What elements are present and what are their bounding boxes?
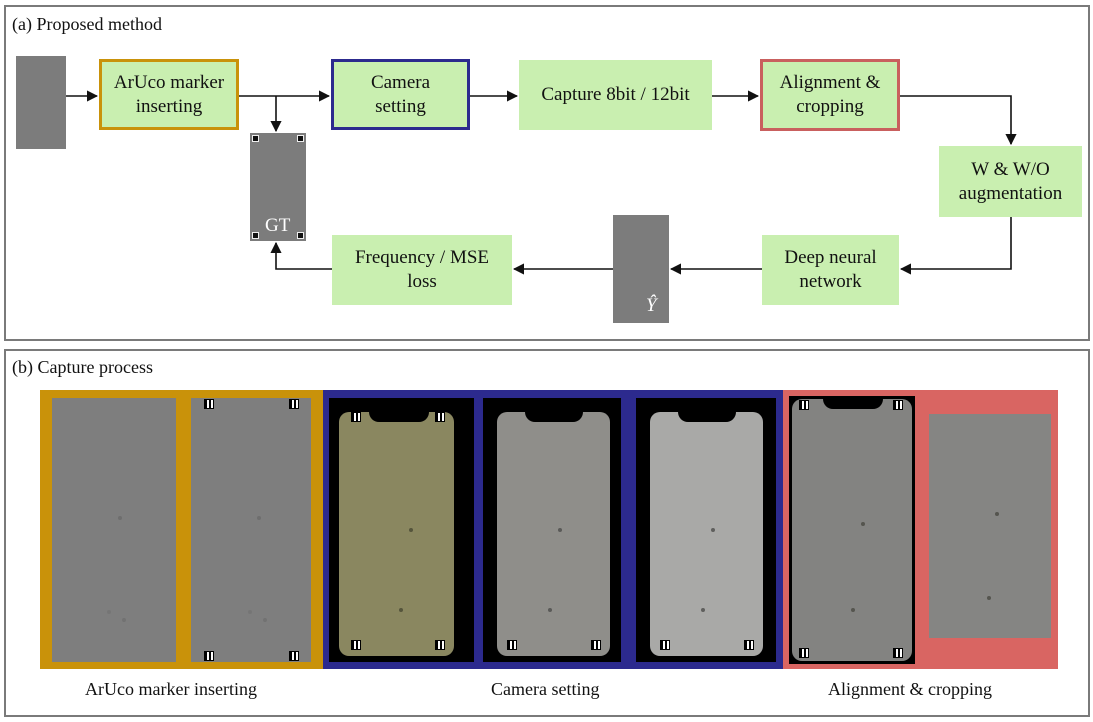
defect-dot <box>711 528 715 532</box>
aruco-marker-icon <box>351 412 361 422</box>
defect-dot <box>399 608 403 612</box>
defect-dot <box>107 610 111 614</box>
defect-dot <box>409 528 413 532</box>
phone-notch <box>823 399 883 409</box>
deep-neural-network-box: Deep neural network <box>762 235 899 305</box>
defect-dot <box>861 522 865 526</box>
aruco-marker-box: ArUco marker inserting <box>99 59 239 130</box>
caption-alignment: Alignment & cropping <box>828 679 992 699</box>
aruco-marker-icon <box>660 640 670 650</box>
panel-a-title: (a) Proposed method <box>12 14 162 34</box>
alignment-strip <box>783 390 1058 669</box>
aruco-marker-icon <box>799 648 809 658</box>
aruco-marker-br <box>297 232 304 239</box>
aruco-marker-icon <box>435 412 445 422</box>
capture-box: Capture 8bit / 12bit <box>519 60 712 130</box>
phone-notch <box>369 412 429 422</box>
aruco-marker-icon <box>289 399 299 409</box>
defect-dot <box>122 618 126 622</box>
augmentation-box: W & W/O augmentation <box>939 146 1082 217</box>
aruco-marker-label: ArUco marker inserting <box>113 71 225 117</box>
defect-dot <box>248 610 252 614</box>
caption-aruco: ArUco marker inserting <box>85 679 257 699</box>
aruco-marker-tr <box>297 135 304 142</box>
phone-notch <box>678 412 736 422</box>
defect-dot <box>263 618 267 622</box>
deep-neural-network-label: Deep neural network <box>784 247 877 292</box>
alignment-cropping-box: Alignment & cropping <box>760 59 900 131</box>
gt-label: GT <box>265 215 291 236</box>
panel-b-title: (b) Capture process <box>12 357 153 377</box>
aruco-marker-icon <box>591 640 601 650</box>
defect-dot <box>701 608 705 612</box>
capture-image-3 <box>636 398 776 662</box>
aruco-marker-icon <box>204 651 214 661</box>
defect-dot <box>987 596 991 600</box>
caption-camera: Camera setting <box>491 679 600 699</box>
phone-screen <box>497 412 610 656</box>
augmentation-label: W & W/O augmentation <box>958 158 1063 204</box>
marked-screen-image <box>191 398 311 662</box>
camera-setting-box: Camera setting <box>331 59 470 130</box>
defect-dot <box>558 528 562 532</box>
aruco-marker-icon <box>351 640 361 650</box>
arrow-augment-to-dnn <box>899 217 1012 275</box>
aligned-image <box>789 396 915 664</box>
aruco-marker-icon <box>744 640 754 650</box>
ground-truth-image: GT <box>250 133 306 241</box>
panel-proposed-method <box>4 5 1090 341</box>
aruco-marker-icon <box>893 400 903 410</box>
arrow-align-to-augment <box>900 95 1017 146</box>
defect-dot <box>257 516 261 520</box>
aruco-marker-icon <box>799 400 809 410</box>
cropped-image <box>929 414 1051 638</box>
capture-label: Capture 8bit / 12bit <box>541 84 690 105</box>
phone-screen <box>339 412 454 656</box>
defect-dot <box>851 608 855 612</box>
defect-dot <box>118 516 122 520</box>
alignment-cropping-label: Alignment & cropping <box>779 72 881 117</box>
aruco-marker-icon <box>507 640 517 650</box>
aruco-marker-icon <box>204 399 214 409</box>
defect-dot <box>995 512 999 516</box>
original-screen-image <box>52 398 176 662</box>
yhat-label: Ŷ <box>646 295 657 316</box>
loss-box: Frequency / MSE loss <box>332 235 512 305</box>
input-image <box>16 56 66 149</box>
loss-label: Frequency / MSE loss <box>354 247 490 292</box>
camera-strip <box>323 390 783 669</box>
capture-image-1 <box>329 398 474 662</box>
aruco-marker-tl <box>252 135 259 142</box>
phone-notch <box>525 412 583 422</box>
phone-screen <box>792 399 912 661</box>
phone-screen <box>650 412 763 656</box>
camera-setting-label: Camera setting <box>370 71 431 117</box>
aruco-marker-bl <box>252 232 259 239</box>
panel-capture-process <box>4 349 1090 717</box>
capture-image-2 <box>483 398 621 662</box>
aruco-marker-icon <box>435 640 445 650</box>
aruco-marker-icon <box>893 648 903 658</box>
arrow-loss-to-gt <box>270 241 332 270</box>
prediction-image: Ŷ <box>613 215 669 323</box>
defect-dot <box>548 608 552 612</box>
aruco-marker-icon <box>289 651 299 661</box>
aruco-strip <box>40 390 323 669</box>
